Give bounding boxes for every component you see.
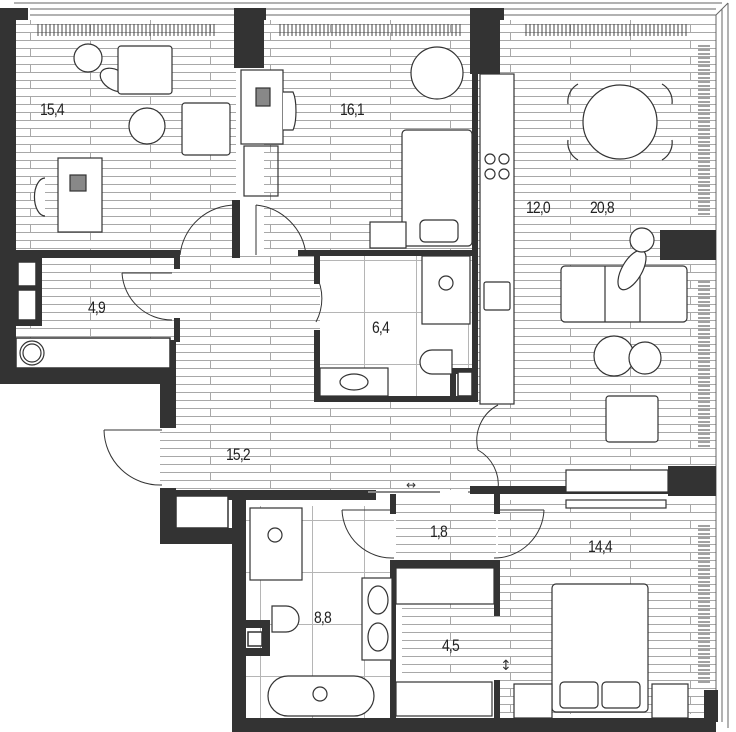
built-ins xyxy=(15,261,473,647)
radiators xyxy=(37,24,710,683)
room-area-label-bathroom-small: 6,4 xyxy=(372,318,390,337)
room-area-label-walk-in-closet: 4,5 xyxy=(442,636,460,655)
room-area-label-bathroom-main: 8,8 xyxy=(314,608,332,627)
sliding-door-arrow: ↔ xyxy=(406,478,416,492)
furniture xyxy=(19,43,689,719)
room-area-label-corridor: 1,8 xyxy=(430,522,448,541)
room-area-label-bedroom-master: 14,4 xyxy=(588,537,613,556)
room-area-label-kitchen: 12,0 xyxy=(526,198,551,217)
room-area-label-bedroom-kids: 16,1 xyxy=(340,100,365,119)
facade-frame xyxy=(14,2,729,728)
room-area-label-laundry: 4,9 xyxy=(88,298,106,317)
room-area-label-living-dining: 20,8 xyxy=(590,198,615,217)
walls xyxy=(0,8,718,732)
room-area-label-bedroom-office: 15,4 xyxy=(40,100,65,119)
room-area-label-hallway: 15,2 xyxy=(226,445,251,464)
doors xyxy=(103,204,545,559)
sliding-door-arrow-vertical: ↕ xyxy=(500,658,512,674)
